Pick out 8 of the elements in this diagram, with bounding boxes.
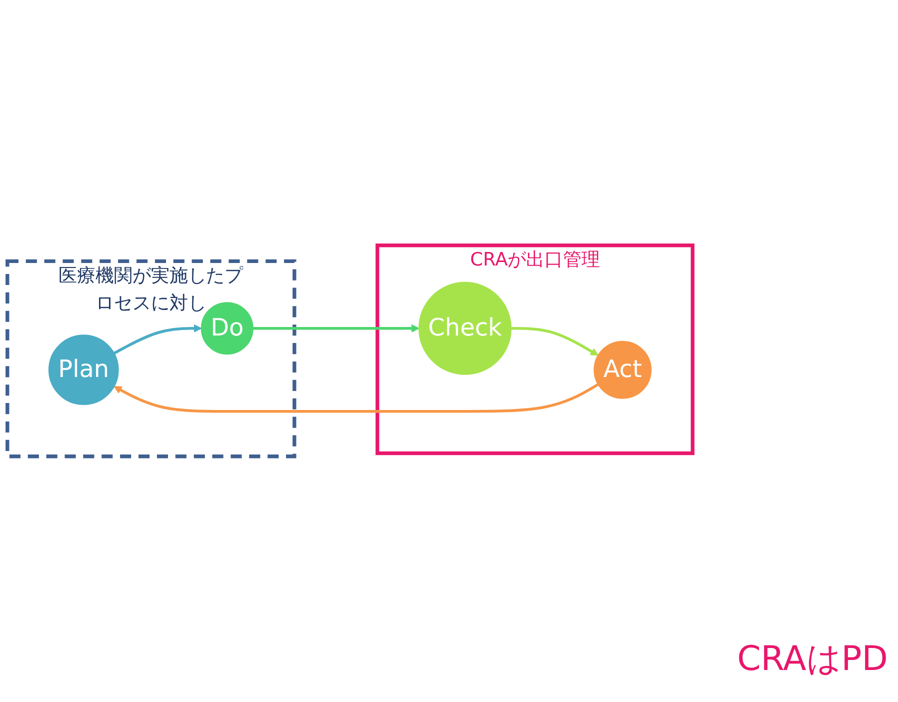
node-circle: Plan: [48, 334, 119, 406]
arrow: [511, 327, 598, 356]
node-circle: Check: [418, 282, 512, 376]
note-text: CRAはPD: [737, 638, 888, 681]
arrow: [252, 324, 420, 333]
node-circle: Act: [594, 341, 652, 399]
arrow: [113, 324, 202, 355]
arrow: [114, 383, 599, 413]
